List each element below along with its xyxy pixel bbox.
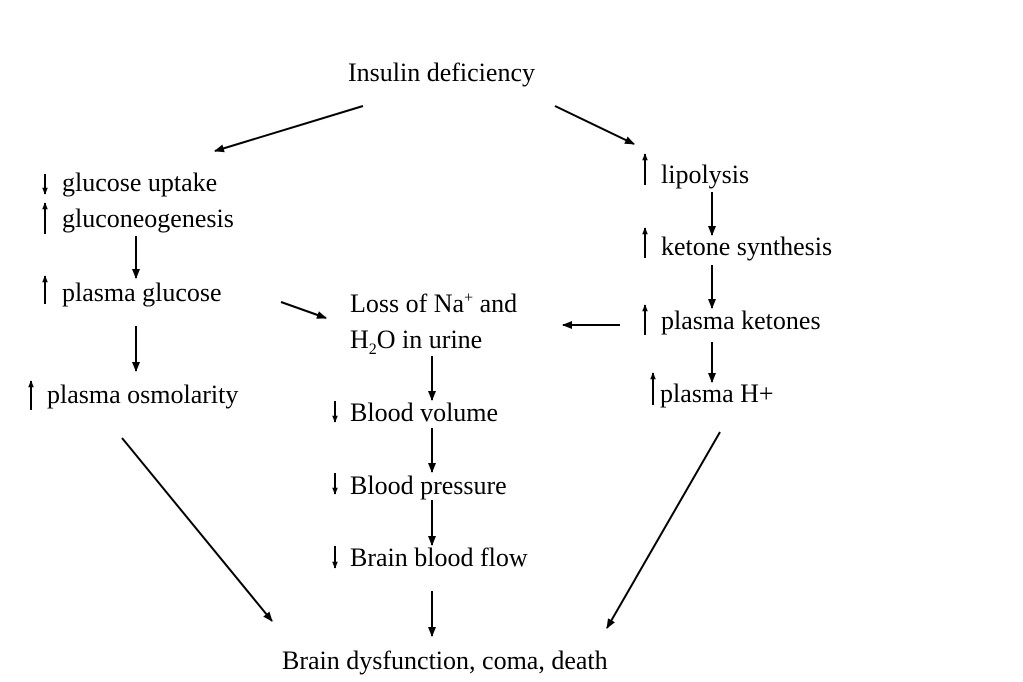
node-blood-volume: Blood volume — [350, 398, 499, 427]
node-plasma-ketones: plasma ketones — [661, 306, 821, 335]
arrow-plasma-glucose-to-loss-na — [280, 301, 327, 319]
node-ketone-synthesis: ketone synthesis — [661, 232, 833, 261]
node-lipolysis: lipolysis — [661, 160, 750, 189]
arrow-insulin-to-glucose-uptake — [214, 105, 364, 153]
node-plasma-h: plasma H+ — [660, 379, 774, 408]
node-loss-na-h2o: Loss of Na+ and H2O in urine — [350, 289, 518, 359]
node-gluconeogenesis: gluconeogenesis — [62, 204, 234, 233]
node-brain-blood-flow: Brain blood flow — [350, 543, 528, 572]
node-glucose-uptake: glucose uptake — [62, 168, 218, 197]
arrow-plasma-osmolarity-to-outcome — [121, 437, 273, 622]
loss-line-2: H2O in urine — [350, 325, 483, 359]
node-blood-pressure: Blood pressure — [350, 471, 507, 500]
arrow-plasma-h-to-outcome — [606, 431, 721, 629]
node-outcome: Brain dysfunction, coma, death — [282, 646, 608, 675]
node-plasma-glucose: plasma glucose — [62, 278, 222, 307]
loss-line-1: Loss of Na+ and — [350, 289, 518, 318]
node-insulin-deficiency: Insulin deficiency — [348, 58, 535, 87]
node-plasma-osmolarity: plasma osmolarity — [47, 380, 239, 409]
arrow-insulin-to-lipolysis — [554, 105, 635, 145]
